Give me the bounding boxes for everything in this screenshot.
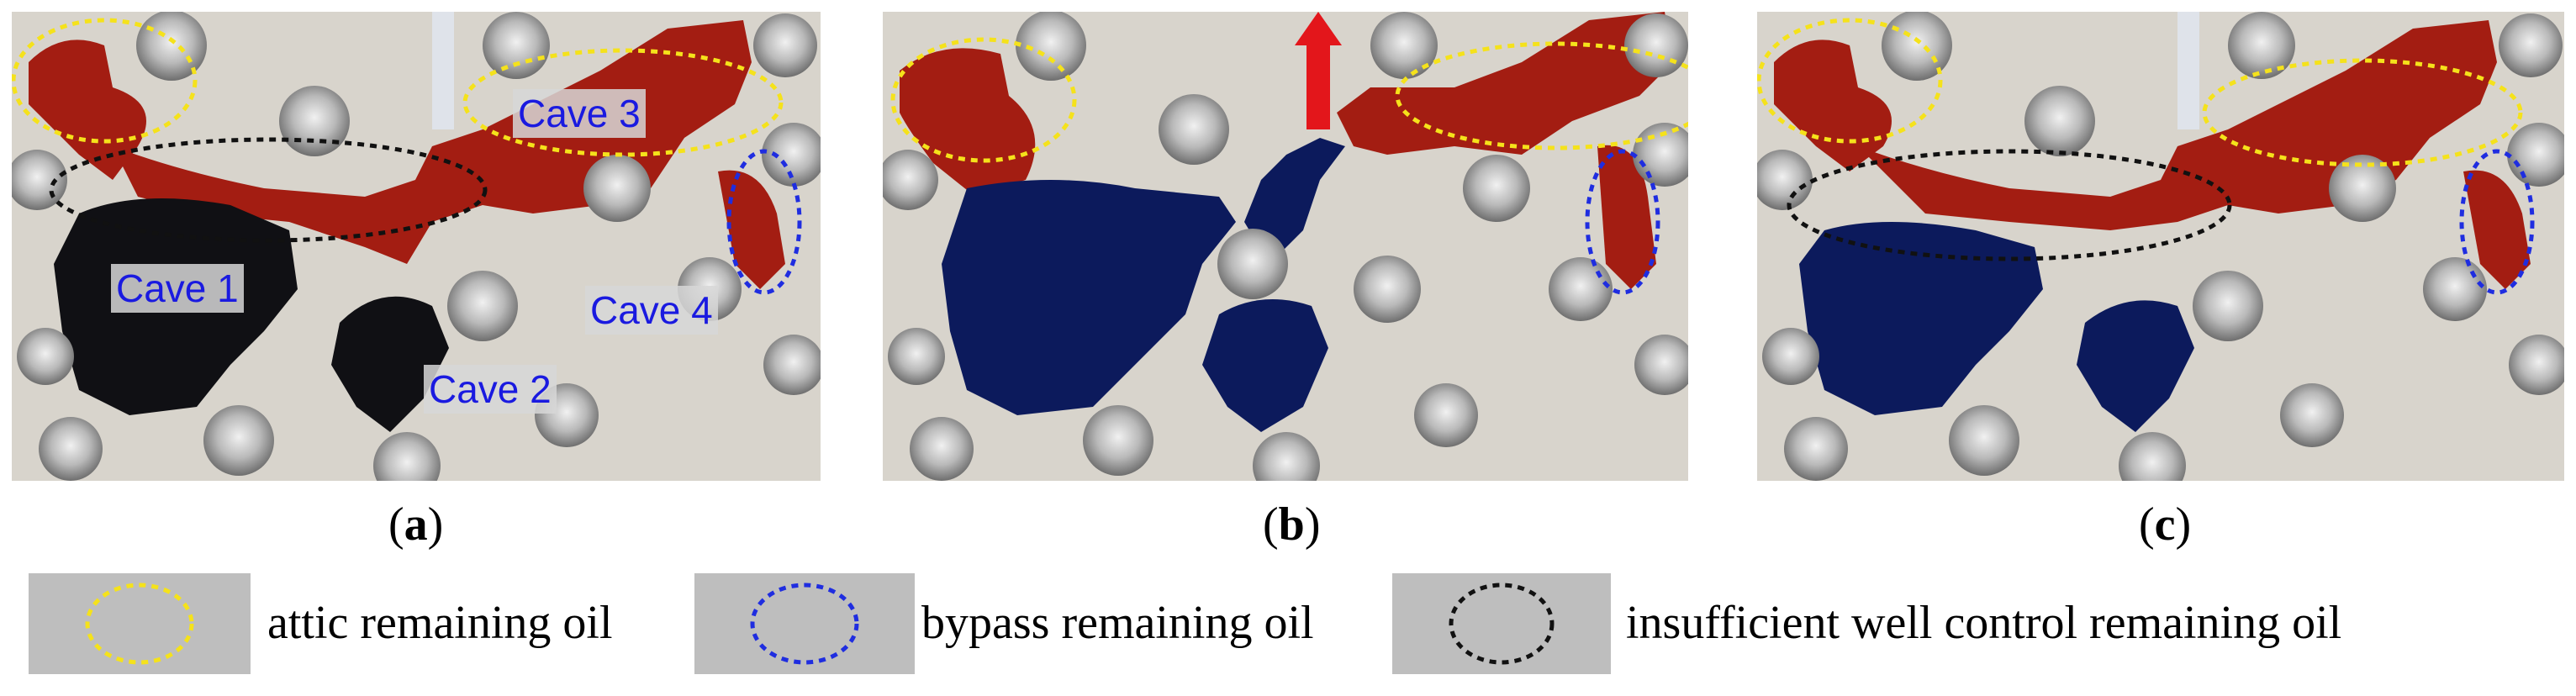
legend-bypass-swatch [694,573,915,674]
caption-c: (c) [2139,498,2192,551]
legend-bypass-label: bypass remaining oil [921,597,1314,649]
panel-c-photo [1757,12,2564,481]
cave-3-label: Cave 3 [513,89,646,138]
cave-1-label: Cave 1 [111,264,244,313]
legend-insufficient-label: insufficient well control remaining oil [1626,597,2342,649]
panel-b-photo [883,12,1688,481]
panel-c-drawing [1757,12,2564,481]
cave-2-label: Cave 2 [424,365,557,414]
panel-b-drawing [883,12,1688,481]
panel-a-photo: Cave 1 Cave 2 Cave 3 Cave 4 [12,12,821,481]
panel-a-drawing [12,12,821,481]
legend-attic-label: attic remaining oil [267,597,613,649]
caption-b: (b) [1263,498,1321,551]
caption-a: (a) [388,498,444,551]
cave-4-label: Cave 4 [585,286,718,335]
legend-insufficient-swatch [1392,573,1611,674]
legend-attic-swatch [29,573,251,674]
